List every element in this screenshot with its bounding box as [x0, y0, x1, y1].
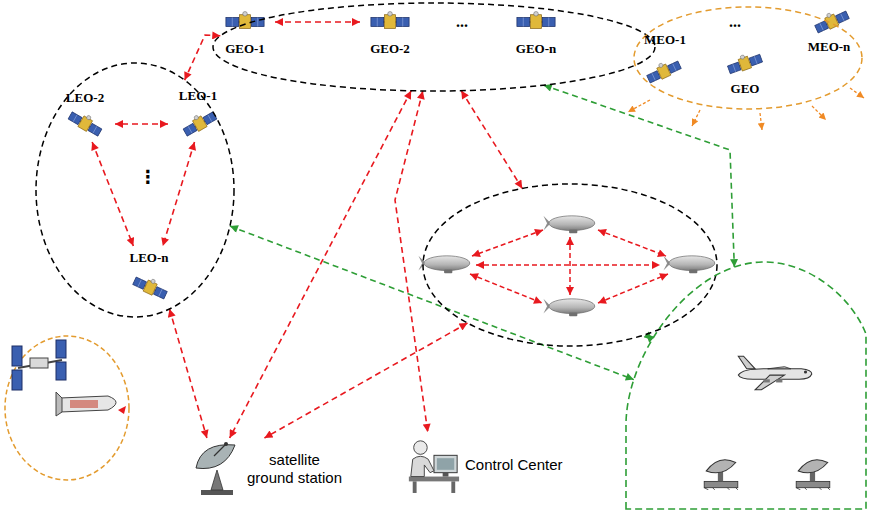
node-label: GEO	[731, 81, 760, 96]
satellite-node: LEO-1	[168, 84, 228, 142]
ellipsis-label: ⋮	[139, 166, 157, 187]
leo-group: LEO-2 LEO-1LEO-n	[35, 62, 235, 318]
debris-mark	[118, 406, 126, 414]
geo-satellite	[371, 12, 409, 29]
ground-terminal	[704, 460, 738, 490]
airship	[543, 216, 594, 233]
ellipsis-label: ...	[729, 13, 741, 31]
link-arrow	[170, 309, 207, 438]
link-arrow	[646, 334, 652, 339]
node-label: satellite ground station	[244, 451, 345, 487]
satellite-node: MEO-1	[638, 28, 692, 92]
ground-station-node: satellite ground station	[192, 438, 345, 500]
satellite-node: GEO-1	[215, 6, 275, 60]
geo-satellite	[517, 12, 555, 29]
link-arrow	[92, 142, 133, 246]
airship-group	[422, 183, 718, 347]
leo-satellite	[132, 272, 170, 300]
group-ellipse	[213, 3, 655, 91]
ellipsis-label: ...	[456, 13, 468, 31]
meo-group: MEO-1 MEO-nGEO	[633, 6, 863, 110]
link-arrow	[115, 123, 168, 125]
node-label: LEO-1	[179, 88, 217, 103]
space-shuttle	[56, 392, 126, 416]
link-arrow	[230, 91, 411, 438]
group-outline	[422, 183, 718, 347]
region-outline	[626, 262, 866, 509]
link-arrow	[185, 35, 221, 80]
node-label: GEO-n	[516, 41, 556, 56]
group-outline	[212, 2, 656, 92]
group-ellipse	[36, 63, 234, 317]
link-arrow	[163, 142, 195, 246]
link-arrow	[275, 21, 360, 23]
ground-terminal	[796, 460, 830, 490]
satellite-node: MEO-n	[798, 6, 860, 58]
node-label: GEO-1	[225, 41, 265, 56]
geo-satellite	[726, 49, 763, 75]
user-region	[620, 250, 869, 513]
control-center-node: Control Center	[405, 432, 563, 498]
geo-satellite	[226, 12, 264, 29]
node-label: MEO-1	[644, 32, 686, 47]
meo-satellite	[644, 56, 682, 84]
control-operator	[409, 441, 459, 493]
link-arrow	[461, 91, 522, 189]
link-arrow	[395, 91, 428, 432]
leo-satellite	[67, 107, 104, 137]
node-label: LEO-n	[129, 250, 168, 265]
node-label: LEO-2	[66, 90, 104, 105]
space-station	[12, 340, 66, 390]
link-arrow	[544, 85, 735, 267]
satellite-node: GEO-n	[506, 6, 566, 60]
ground-station-dish	[196, 442, 235, 495]
group-ellipse	[423, 184, 717, 346]
leo-satellite	[180, 107, 217, 137]
link-arrow	[230, 226, 634, 380]
group-outline	[620, 250, 869, 513]
node-label: Control Center	[465, 456, 563, 474]
satellite-node: GEO-2	[360, 6, 420, 60]
aircraft	[738, 356, 812, 390]
airship	[543, 299, 594, 316]
satellite-node: LEO-2	[55, 86, 115, 142]
satellite-node: GEO	[718, 46, 772, 100]
satellite-node: LEO-n	[118, 246, 180, 304]
group-ellipse	[634, 7, 862, 109]
node-label: MEO-n	[808, 39, 851, 54]
geo-group: GEO-1 GEO-2 GEO-n	[212, 2, 656, 92]
space-region	[5, 336, 129, 480]
node-label: GEO-2	[370, 41, 410, 56]
airship-links	[470, 230, 668, 303]
airship	[418, 256, 469, 273]
airship	[663, 256, 714, 273]
link-arrow	[264, 323, 467, 438]
